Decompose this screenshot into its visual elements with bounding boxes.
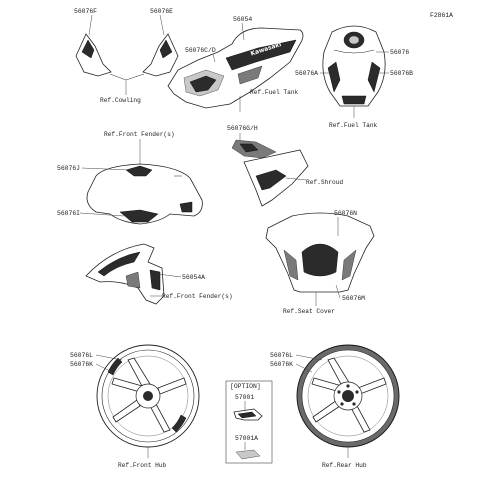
fuel-tank-side-decals: Kawasaki [167, 27, 304, 109]
label-56076GH: 56076G/H [227, 125, 258, 132]
cowling-decals [75, 33, 179, 81]
ref-front-hub: Ref.Front Hub [118, 462, 167, 469]
label-56076M: 56076M [342, 295, 365, 302]
label-56076I: 56076I [57, 210, 80, 217]
ref-fuel-tank-top: Ref.Fuel Tank [329, 122, 378, 129]
seat-cover-decals [265, 212, 375, 293]
label-56076: 56076 [390, 49, 409, 56]
label-56054A: 56054A [182, 274, 205, 281]
ref-fuel-tank-side: Ref.Fuel Tank [250, 89, 299, 96]
label-56076J: 56076J [57, 165, 80, 172]
option-box: [OPTION] 57001 57001A [225, 380, 273, 464]
label-56076A: 56076A [295, 70, 318, 77]
ref-seat-cover: Ref.Seat Cover [283, 308, 335, 315]
label-57001A: 57001A [235, 435, 258, 442]
fuel-tank-top-decals [322, 25, 386, 107]
label-56076L-front: 56076L [70, 352, 93, 359]
label-56076CD: 56076C/D [185, 47, 216, 54]
rear-wheel-decals [296, 344, 400, 448]
label-56076N: 56076N [334, 210, 357, 217]
label-56076L-rear: 56076L [270, 352, 293, 359]
label-56076K-rear: 56076K [270, 361, 293, 368]
figure-code: F2861A [430, 12, 453, 19]
front-wheel-decals [96, 344, 200, 448]
front-fender-top-decals [86, 163, 203, 225]
shroud-decals [231, 139, 309, 207]
label-56076F: 56076F [74, 8, 97, 15]
label-56076E: 56076E [150, 8, 173, 15]
label-56054: 56054 [233, 16, 252, 23]
ref-rear-hub: Ref.Rear Hub [322, 462, 367, 469]
front-fender-side-decals [85, 243, 165, 305]
ref-shroud: Ref.Shroud [306, 179, 343, 186]
label-57001: 57001 [235, 394, 254, 401]
label-56076K-front: 56076K [70, 361, 93, 368]
label-56076B: 56076B [390, 70, 413, 77]
ref-front-fenders-top: Ref.Front Fender(s) [104, 131, 175, 138]
ref-cowling: Ref.Cowling [100, 97, 141, 104]
ref-front-fenders-side: Ref.Front Fender(s) [162, 293, 233, 300]
option-title: [OPTION] [230, 383, 261, 390]
